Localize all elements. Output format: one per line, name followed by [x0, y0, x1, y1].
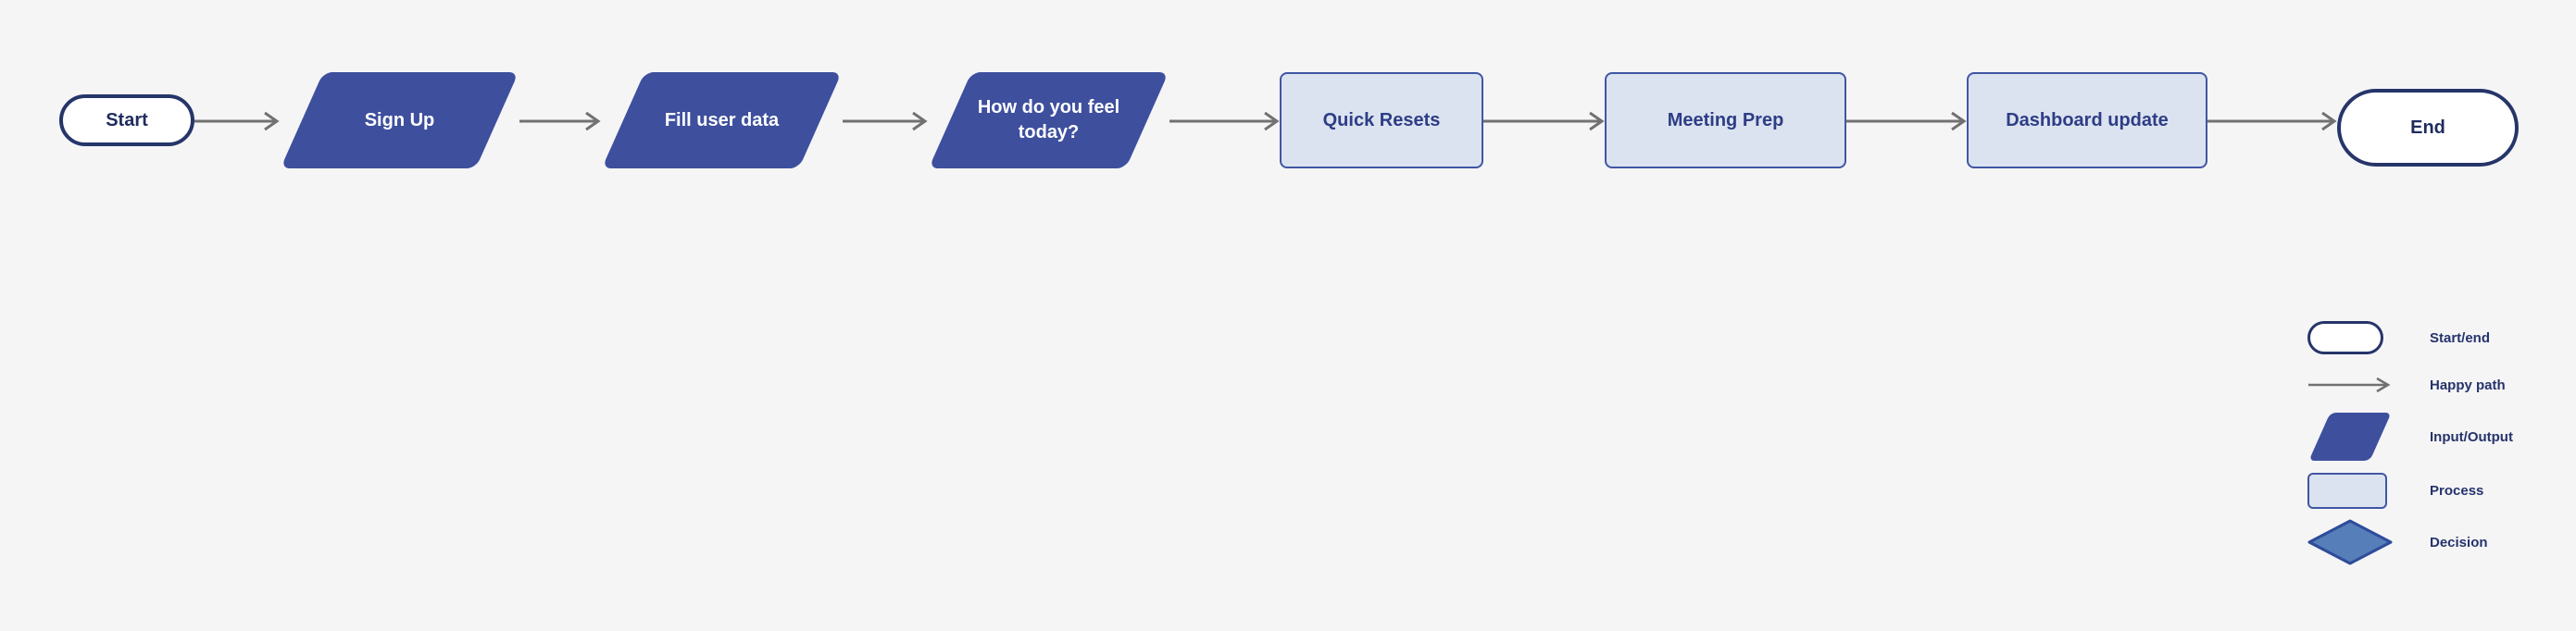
happy-path-arrow	[1169, 110, 1280, 132]
flow-node-sign-up[interactable]: Sign Up	[280, 72, 519, 168]
flow-node-start[interactable]: Start	[59, 94, 194, 146]
flow-node-dashboard-update[interactable]: Dashboard update	[1967, 72, 2207, 168]
legend: Start/end Happy path Input/Output	[2307, 316, 2513, 566]
happy-path-arrow	[194, 110, 280, 132]
flow-node-fill-user-data-label: Fill user data	[664, 109, 780, 130]
legend-label: Happy path	[2430, 377, 2506, 393]
rectangle-shape-icon	[2307, 472, 2387, 509]
legend-label: Input/Output	[2430, 428, 2513, 445]
flow-node-meeting-prep-label: Meeting Prep	[1667, 109, 1784, 130]
flow-node-how-do-you-feel[interactable]: How do you feel today?	[928, 72, 1169, 168]
terminator-shape-icon	[2307, 321, 2383, 354]
diamond-shape-icon	[2307, 519, 2393, 565]
legend-item-happy-path: Happy path	[2307, 365, 2513, 405]
flow-node-end-label: End	[2410, 117, 2445, 138]
flow-node-dashboard-update-label: Dashboard update	[2006, 109, 2169, 130]
arrow-shape-icon	[2308, 377, 2391, 393]
flow-node-start-label: Start	[106, 109, 148, 130]
happy-path-arrow	[843, 110, 928, 132]
legend-label: Decision	[2430, 534, 2488, 551]
happy-path-arrow	[1846, 110, 1967, 132]
flow-node-fill-user-data[interactable]: Fill user data	[601, 72, 843, 168]
flow-node-how-do-you-feel-label: How do you feel today?	[977, 97, 1120, 142]
legend-item-input-output: Input/Output	[2307, 411, 2513, 463]
legend-label: Start/end	[2430, 329, 2491, 346]
parallelogram-shape-icon	[2307, 413, 2393, 461]
happy-path-arrow	[2207, 110, 2337, 132]
flow-node-end[interactable]: End	[2337, 89, 2519, 167]
flow-node-meeting-prep[interactable]: Meeting Prep	[1605, 72, 1846, 168]
flow-node-quick-resets-label: Quick Resets	[1322, 109, 1441, 130]
happy-path-arrow	[1483, 110, 1605, 132]
legend-item-decision: Decision	[2307, 518, 2513, 566]
happy-path-arrow	[519, 110, 601, 132]
legend-label: Process	[2430, 482, 2484, 499]
flow-node-quick-resets[interactable]: Quick Resets	[1280, 72, 1483, 168]
legend-item-start-end: Start/end	[2307, 316, 2513, 359]
legend-item-process: Process	[2307, 468, 2513, 513]
flow-node-sign-up-label: Sign Up	[364, 109, 435, 130]
